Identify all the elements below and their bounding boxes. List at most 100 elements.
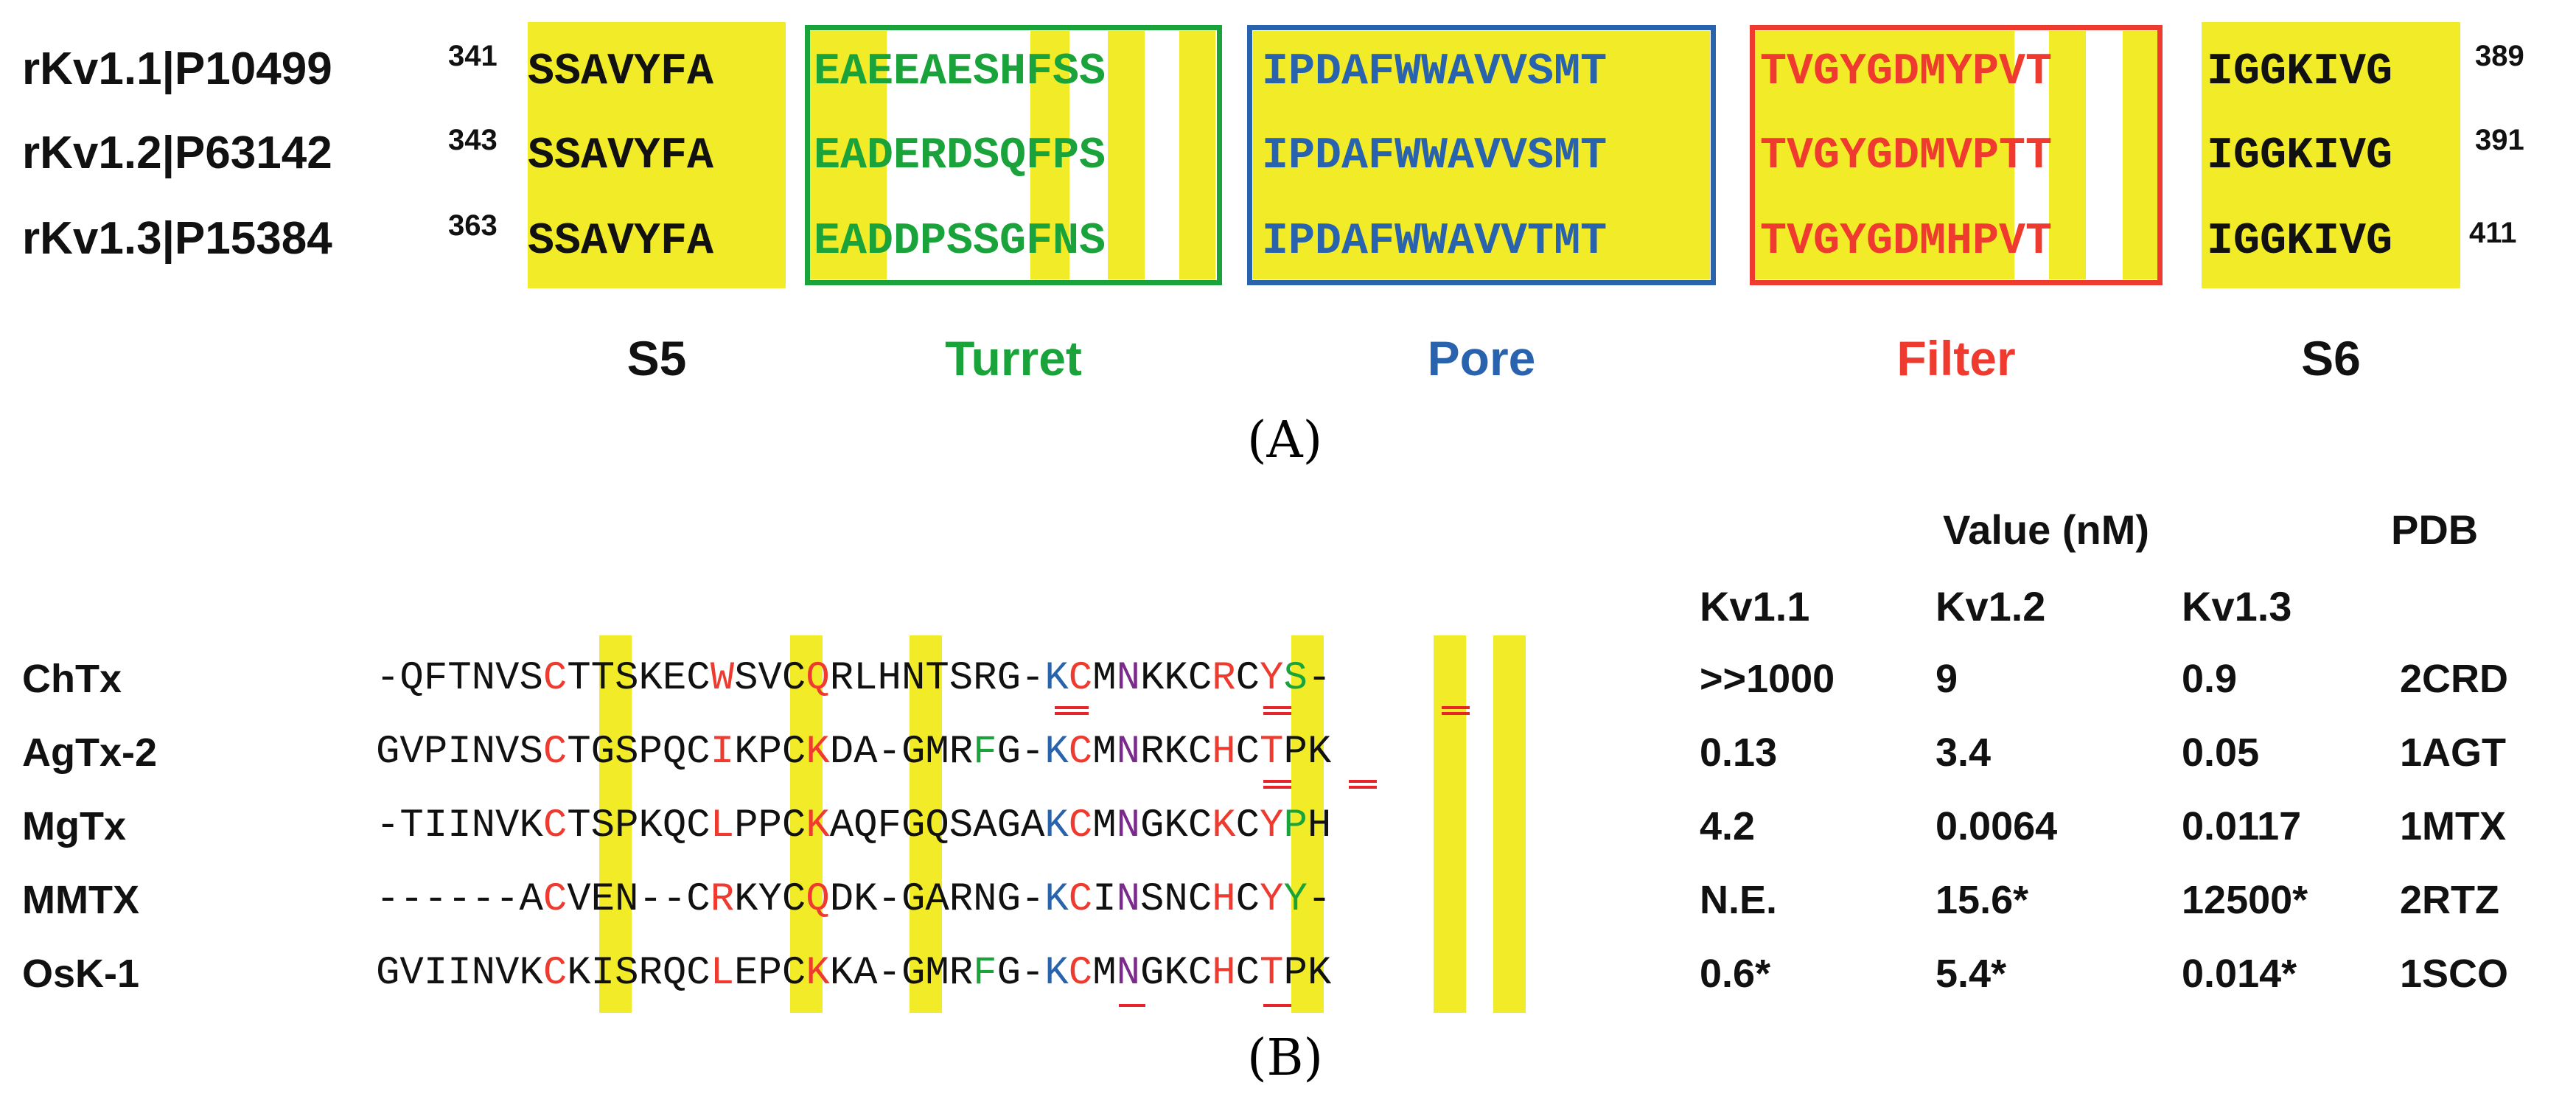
kv1-3-value: 0.014* xyxy=(2182,952,2297,996)
residue: C xyxy=(686,656,711,701)
residue: C xyxy=(781,730,806,775)
kv1-1-value: >>1000 xyxy=(1700,657,1835,701)
residue: Q xyxy=(662,730,687,775)
residue-underline xyxy=(1442,706,1470,709)
residue: V xyxy=(495,803,520,848)
residue: E xyxy=(734,951,758,996)
end-position: 391 xyxy=(2475,124,2524,156)
toxin-name: MgTx xyxy=(22,804,126,848)
filter-sequence: TVGYGDMYPVT xyxy=(1760,47,2053,97)
residue: C xyxy=(1235,951,1260,996)
pdb-id: 1AGT xyxy=(2400,730,2507,775)
residue: G xyxy=(376,951,400,996)
start-position: 343 xyxy=(448,124,498,156)
residue: K xyxy=(1044,730,1069,775)
kv1-3-value: 0.9 xyxy=(2182,657,2238,701)
channel-name: rKv1.2|P63142 xyxy=(22,128,332,178)
panel-label-a: (A) xyxy=(1247,411,1323,470)
residue: V xyxy=(399,951,424,996)
residue: Y xyxy=(1260,803,1284,848)
region-label-filter: Filter xyxy=(1896,331,2016,386)
residue: F xyxy=(423,656,448,701)
residue: K xyxy=(1307,730,1332,775)
pore-sequence: IPDAFWWAVVTMT xyxy=(1262,217,1608,267)
residue: N xyxy=(471,803,496,848)
toxin-sequence: GVIINVKCKISRQCLEPCKKA-GMRFG-KCMNGKCHCTPK xyxy=(376,951,1331,996)
residue: C xyxy=(1187,951,1212,996)
residue: T xyxy=(1260,730,1284,775)
toxin-name: MMTX xyxy=(22,878,139,922)
turret-sequence: EAEEAESHFSS xyxy=(814,47,1106,97)
residue: Q xyxy=(854,803,878,848)
s5-highlight xyxy=(528,22,786,288)
cysteine-highlight-col xyxy=(599,635,632,1013)
residue: I xyxy=(423,803,448,848)
residue: S xyxy=(615,730,639,775)
residue: K xyxy=(1044,877,1069,922)
residue: P xyxy=(758,803,782,848)
residue: C xyxy=(686,951,711,996)
residue: K xyxy=(854,877,878,922)
turret-highlight-col xyxy=(1179,31,1215,279)
pore-sequence: IPDAFWWAVVSMT xyxy=(1262,131,1608,181)
kv1-1-value: 0.6* xyxy=(1700,952,1771,996)
residue: K xyxy=(1044,656,1069,701)
residue: G xyxy=(901,730,926,775)
s5-sequence: SSAVYFA xyxy=(528,217,714,267)
s5-sequence: SSAVYFA xyxy=(528,47,714,97)
toxin-name: OsK-1 xyxy=(22,952,140,996)
toxin-sequence: ------ACVEN--CRKYCQDK-GARNG-KCINSNCHCYY- xyxy=(376,877,1331,922)
s5-sequence: SSAVYFA xyxy=(528,131,714,181)
cysteine-highlight-col xyxy=(790,635,823,1013)
residue: N xyxy=(901,656,926,701)
residue: K xyxy=(519,951,543,996)
residue: G xyxy=(901,877,926,922)
residue: L xyxy=(710,803,735,848)
residue: A xyxy=(925,877,949,922)
residue: L xyxy=(854,656,878,701)
residue: S xyxy=(519,656,543,701)
residue: G xyxy=(996,656,1021,701)
residue: K xyxy=(829,951,854,996)
cysteine-highlight-col xyxy=(1291,635,1324,1013)
residue: - xyxy=(495,877,520,922)
residue: - xyxy=(1307,656,1332,701)
residue: G xyxy=(996,951,1021,996)
residue: P xyxy=(758,951,782,996)
filter-highlight xyxy=(2123,31,2157,279)
residue: T xyxy=(399,803,424,848)
residue: I xyxy=(447,951,472,996)
toxin-sequence: -TIINVKCTSPKQCLPPCKAQFGQSAGAKCMNGKCKCYPH xyxy=(376,803,1331,848)
region-label-turret: Turret xyxy=(945,331,1082,386)
residue: T xyxy=(590,656,615,701)
kv1-3-value: 0.05 xyxy=(2182,730,2260,775)
residue: N xyxy=(1116,730,1140,775)
residue: N xyxy=(471,730,496,775)
residue: S xyxy=(615,656,639,701)
residue: T xyxy=(925,656,949,701)
turret-highlight-col xyxy=(1108,31,1145,279)
residue: N xyxy=(973,877,997,922)
residue: H xyxy=(1307,803,1332,848)
pdb-id: 2RTZ xyxy=(2400,878,2499,922)
residue: Y xyxy=(758,877,782,922)
toxin-sequence: GVPINVSCTGSPQCIKPCKDA-GMRFG-KCMNRKCHCTPK xyxy=(376,730,1331,775)
residue: - xyxy=(638,877,663,922)
residue: T xyxy=(567,656,591,701)
residue: W xyxy=(710,656,735,701)
residue: F xyxy=(877,803,901,848)
residue: Q xyxy=(806,656,830,701)
residue: K xyxy=(1140,656,1165,701)
residue: - xyxy=(662,877,687,922)
residue: V xyxy=(495,951,520,996)
residue: A xyxy=(519,877,543,922)
residue: C xyxy=(781,877,806,922)
residue: T xyxy=(1260,951,1284,996)
residue: - xyxy=(1020,730,1045,775)
residue: C xyxy=(1187,803,1212,848)
residue: S xyxy=(615,951,639,996)
residue: N xyxy=(1116,803,1140,848)
residue: C xyxy=(542,803,568,848)
residue-underline xyxy=(1055,712,1089,715)
residue: C xyxy=(1068,877,1093,922)
